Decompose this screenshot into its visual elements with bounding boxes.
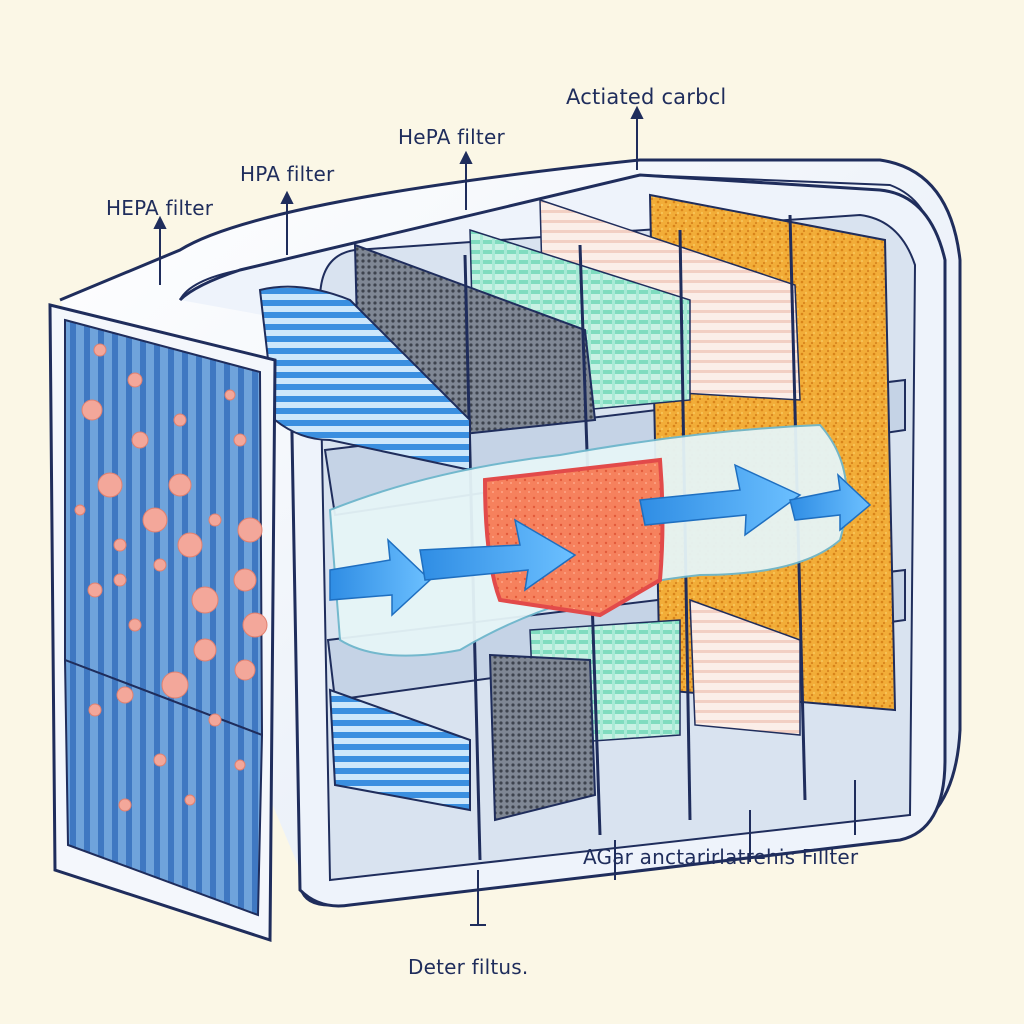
mesh-filter-lower bbox=[488, 653, 597, 822]
label-hpa-filter: HPA filter bbox=[240, 162, 335, 186]
pink-filter-lower bbox=[689, 598, 801, 736]
dust-particle-icon bbox=[74, 343, 268, 812]
callout-lines bbox=[153, 105, 856, 926]
hepa-pleated-filter-lower bbox=[328, 688, 471, 812]
label-hepa-filter-mid: HePA filter bbox=[398, 125, 505, 149]
label-bottom-right: AGar anctarirlatrehis Fillter bbox=[583, 845, 859, 869]
foam-filter bbox=[482, 457, 665, 618]
label-bottom-left: Deter filtus. bbox=[408, 955, 529, 979]
label-hepa-filter-left: HEPA filter bbox=[106, 196, 214, 220]
arrow-right-icon bbox=[329, 463, 872, 617]
label-activated-carbon: Actiated carbcl bbox=[566, 85, 727, 109]
hepa-pleated-filter-upper bbox=[258, 285, 471, 472]
